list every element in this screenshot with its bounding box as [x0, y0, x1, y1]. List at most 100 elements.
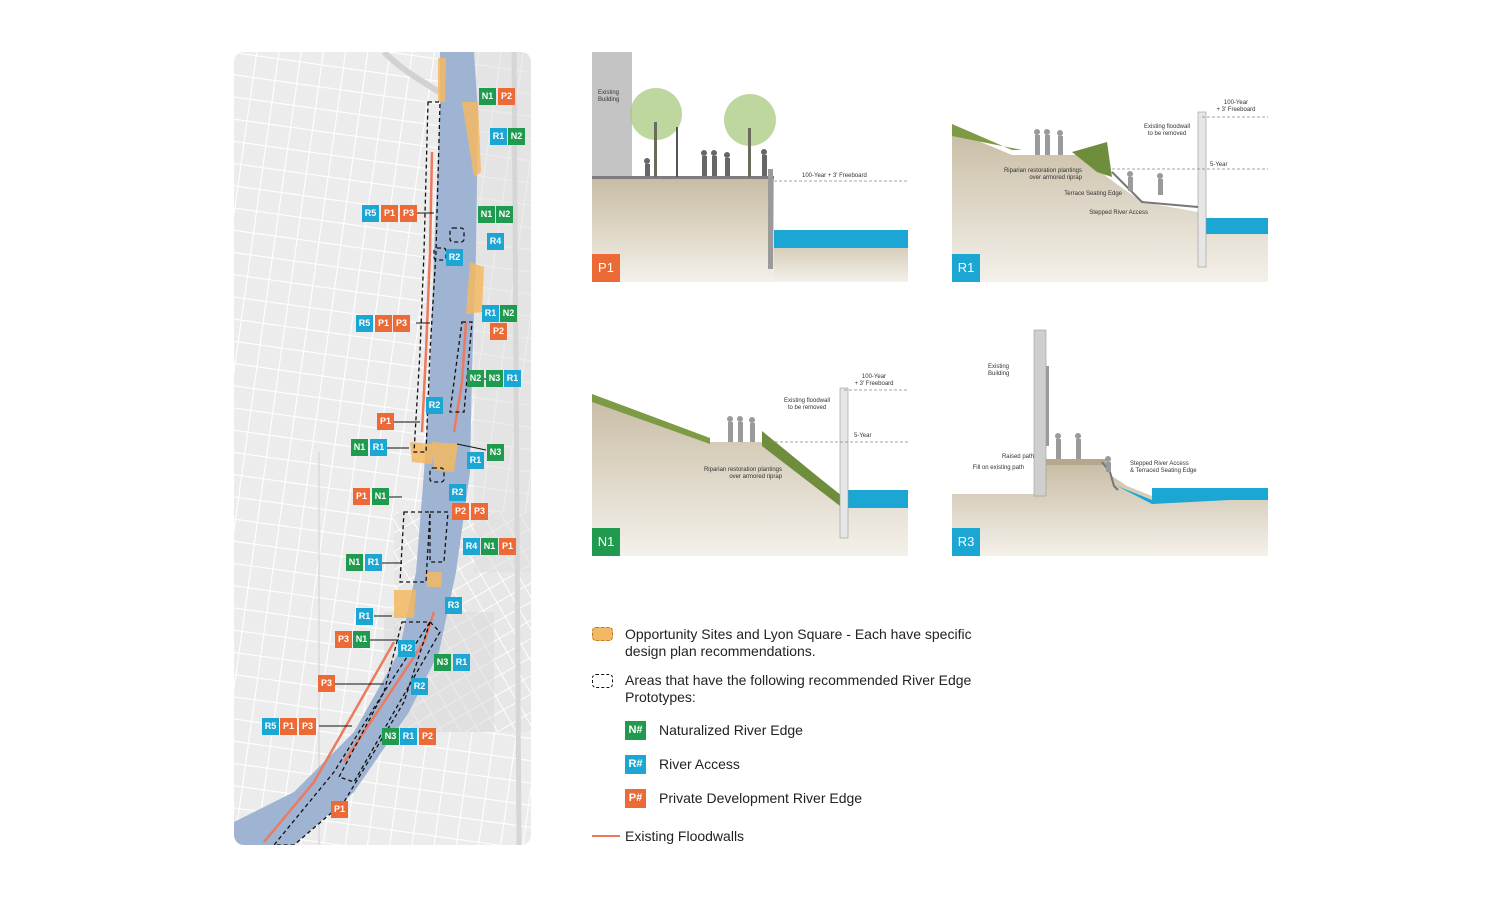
map-tag-n1: N1 — [346, 554, 363, 571]
map-tag-r1: R1 — [490, 128, 507, 145]
map-tag-r1: R1 — [400, 728, 417, 745]
map-tag-p2: P2 — [452, 503, 469, 520]
map-tag-r2: R2 — [446, 249, 463, 266]
map-tag-n3: N3 — [487, 444, 504, 461]
floodwall — [452, 321, 468, 433]
river — [234, 52, 478, 845]
riparian-label: Riparian restoration plantings over armo… — [1003, 168, 1082, 181]
map-tag-n3: N3 — [434, 654, 451, 671]
map-tag-r1: R1 — [365, 554, 382, 571]
map-tag-p2: P2 — [498, 88, 515, 105]
opportunity-site — [466, 262, 484, 314]
opportunity-site — [410, 442, 434, 464]
map-tag-r5: R5 — [356, 315, 373, 332]
map-tag-n1: N1 — [372, 488, 389, 505]
map-tag-r1: R1 — [467, 452, 484, 469]
map-tag-p1: P1 — [331, 801, 348, 818]
section-r1-drawing — [952, 111, 1268, 282]
five-year-label: 5-Year — [1210, 162, 1228, 168]
legend-naturalized: Naturalized River Edge — [659, 722, 803, 738]
section-r1: 100-Year + 3' Freeboard Existing floodwa… — [952, 52, 1268, 282]
five-year-label: 5-Year — [854, 433, 872, 439]
section-p1-drawing — [592, 52, 908, 282]
prototype-area-swatch — [592, 674, 613, 688]
private-swatch: P# — [625, 789, 646, 808]
map-tag-n2: N2 — [467, 370, 484, 387]
freeboard-label: 100-Year + 3' Freeboard — [802, 173, 867, 179]
access-swatch: R# — [625, 755, 646, 774]
naturalized-swatch: N# — [625, 721, 646, 740]
map-tag-n1: N1 — [478, 206, 495, 223]
legend-areas: Areas that have the following recommende… — [625, 672, 972, 705]
floodwall — [263, 641, 396, 843]
map-tag-r1: R1 — [482, 305, 499, 322]
map-tag-r5: R5 — [362, 205, 379, 222]
opportunity-site — [438, 58, 446, 102]
map-tag-r2: R2 — [411, 678, 428, 695]
opportunity-site — [426, 572, 442, 587]
map-tag-p2: P2 — [490, 323, 507, 340]
map-tag-n1: N1 — [353, 631, 370, 648]
prototype-areas — [273, 101, 473, 845]
map-tag-r1: R1 — [356, 608, 373, 625]
opportunity-site — [462, 102, 481, 177]
map-tag-p3: P3 — [400, 205, 417, 222]
stepped-label: Stepped River Access & Terraced Seating … — [1130, 461, 1197, 474]
legend-access: River Access — [659, 756, 740, 772]
map-tag-n1: N1 — [351, 439, 368, 456]
map-tag-n3: N3 — [382, 728, 399, 745]
map-tag-p1: P1 — [280, 718, 297, 735]
map-tag-p1: P1 — [381, 205, 398, 222]
section-r3: Existing Building Raised path Fill on ex… — [952, 326, 1268, 556]
section-badge: R1 — [952, 254, 980, 282]
floodwall-label: Existing floodwall to be removed — [1143, 124, 1191, 137]
freeboard-label: 100-Year + 3' Freeboard — [1216, 100, 1256, 113]
map-tag-p1: P1 — [375, 315, 392, 332]
section-r3-drawing — [952, 329, 1268, 556]
section-n1: 100-Year + 3' Freeboard Existing floodwa… — [592, 326, 908, 556]
map-tag-r2: R2 — [398, 640, 415, 657]
terrace-label: Terrace Seating Edge — [1064, 191, 1122, 197]
section-badge: P1 — [592, 254, 620, 282]
map-tag-r1: R1 — [504, 370, 521, 387]
map-tag-p3: P3 — [393, 315, 410, 332]
map-tag-p1: P1 — [377, 413, 394, 430]
existing-building-label: Existing Building — [988, 364, 1010, 377]
map-tag-p3: P3 — [471, 503, 488, 520]
legend-floodwall: Existing Floodwalls — [625, 828, 745, 844]
section-badge: R3 — [952, 528, 980, 556]
map-tag-n2: N2 — [508, 128, 525, 145]
opportunity-site — [394, 590, 416, 618]
floodwall-swatch — [592, 835, 620, 837]
map-tag-r1: R1 — [370, 439, 387, 456]
fill-path-label: Fill on existing path — [972, 465, 1024, 471]
riparian-label: Riparian restoration plantings over armo… — [703, 467, 782, 480]
map-tag-p1: P1 — [353, 488, 370, 505]
existing-building-label: Existing Building — [598, 90, 620, 103]
map-tag-p3: P3 — [335, 631, 352, 648]
map-tag-r4: R4 — [487, 233, 504, 250]
map-tag-p2: P2 — [419, 728, 436, 745]
map-tag-n2: N2 — [496, 206, 513, 223]
map-tag-p1: P1 — [499, 538, 516, 555]
floodwall-label: Existing floodwall to be removed — [783, 398, 831, 411]
map-tag-r2: R2 — [426, 397, 443, 414]
map-tag-n2: N2 — [500, 305, 517, 322]
map-tag-p3: P3 — [318, 675, 335, 692]
stepped-label: Stepped River Access — [1089, 210, 1148, 216]
map-tag-r5: R5 — [262, 718, 279, 735]
map-tag-r4: R4 — [463, 538, 480, 555]
map-tag-n1: N1 — [481, 538, 498, 555]
floodwall — [342, 611, 436, 763]
map-tag-r1: R1 — [453, 654, 470, 671]
raised-path-label: Raised path — [1001, 454, 1034, 460]
legend-private: Private Development River Edge — [659, 790, 863, 806]
map-tag-r2: R2 — [449, 484, 466, 501]
section-n1-drawing — [592, 387, 908, 556]
map-tag-n3: N3 — [486, 370, 503, 387]
floodwall — [420, 151, 434, 433]
freeboard-label: 100-Year + 3' Freeboard — [854, 374, 894, 387]
map-tag-r3: R3 — [445, 597, 462, 614]
map-tag-p3: P3 — [299, 718, 316, 735]
